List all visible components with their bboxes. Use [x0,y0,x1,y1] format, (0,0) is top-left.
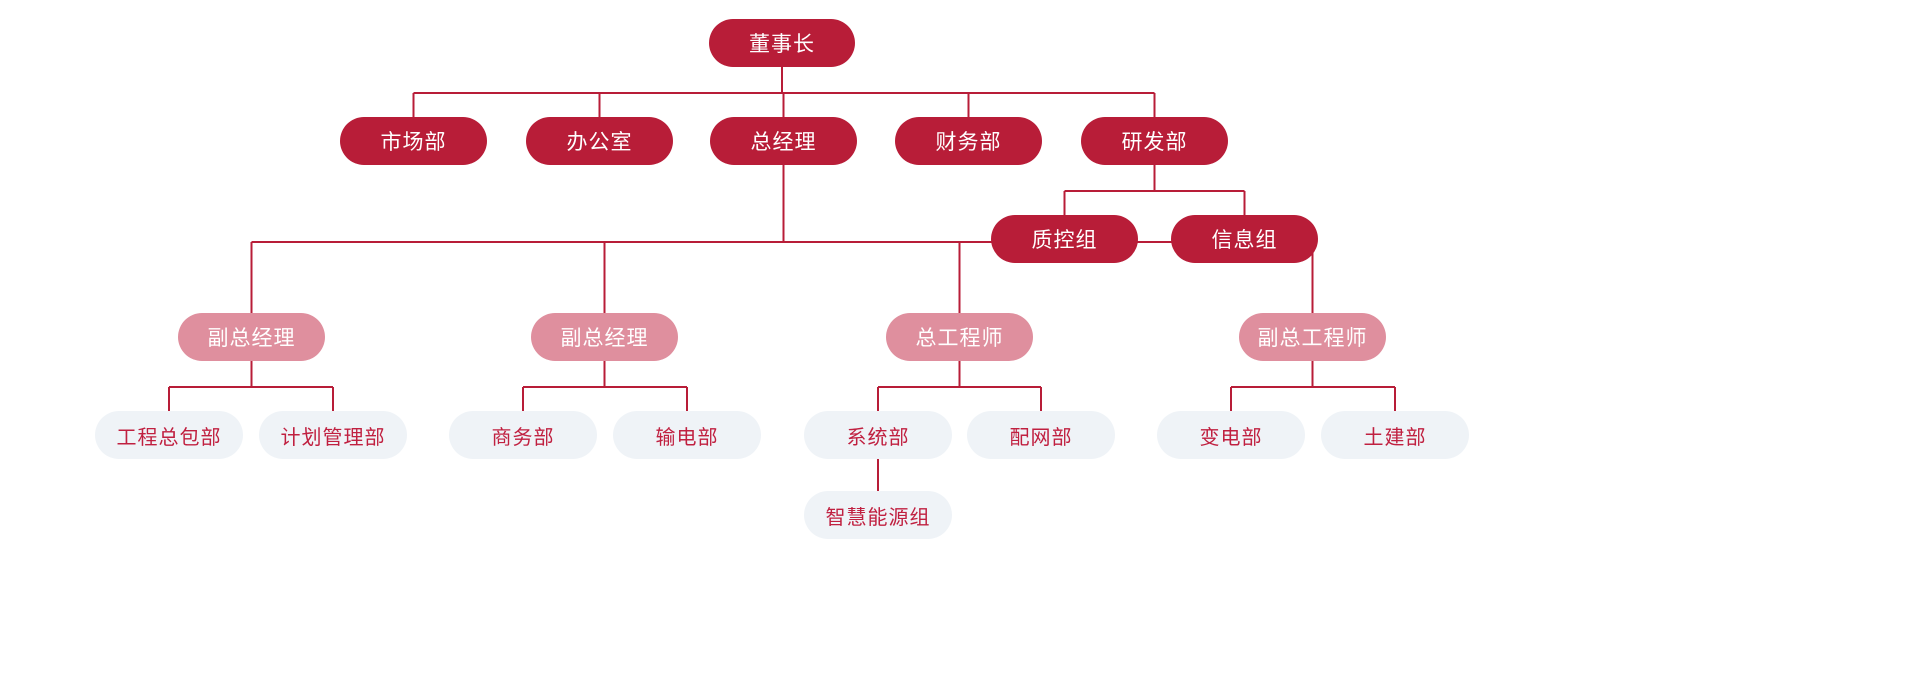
org-node-chairman[interactable]: 董事长 [709,19,855,67]
org-node-business-dept[interactable]: 商务部 [449,411,597,459]
org-node-epc-dept[interactable]: 工程总包部 [95,411,243,459]
org-node-qc-group[interactable]: 质控组 [991,215,1138,263]
org-node-transmission[interactable]: 输电部 [613,411,761,459]
org-node-deputy-chief-eng[interactable]: 副总工程师 [1239,313,1386,361]
org-node-chief-engineer[interactable]: 总工程师 [886,313,1033,361]
org-node-general-manager[interactable]: 总经理 [710,117,857,165]
org-node-rnd[interactable]: 研发部 [1081,117,1228,165]
org-node-office[interactable]: 办公室 [526,117,673,165]
org-node-planning-dept[interactable]: 计划管理部 [259,411,407,459]
org-node-smart-energy[interactable]: 智慧能源组 [804,491,952,539]
org-node-deputy-gm-1[interactable]: 副总经理 [178,313,325,361]
org-node-marketing[interactable]: 市场部 [340,117,487,165]
org-node-system-dept[interactable]: 系统部 [804,411,952,459]
org-node-info-group[interactable]: 信息组 [1171,215,1318,263]
org-node-substation[interactable]: 变电部 [1157,411,1305,459]
org-node-finance[interactable]: 财务部 [895,117,1042,165]
org-node-distribution[interactable]: 配网部 [967,411,1115,459]
org-node-deputy-gm-2[interactable]: 副总经理 [531,313,678,361]
org-node-civil-works[interactable]: 土建部 [1321,411,1469,459]
